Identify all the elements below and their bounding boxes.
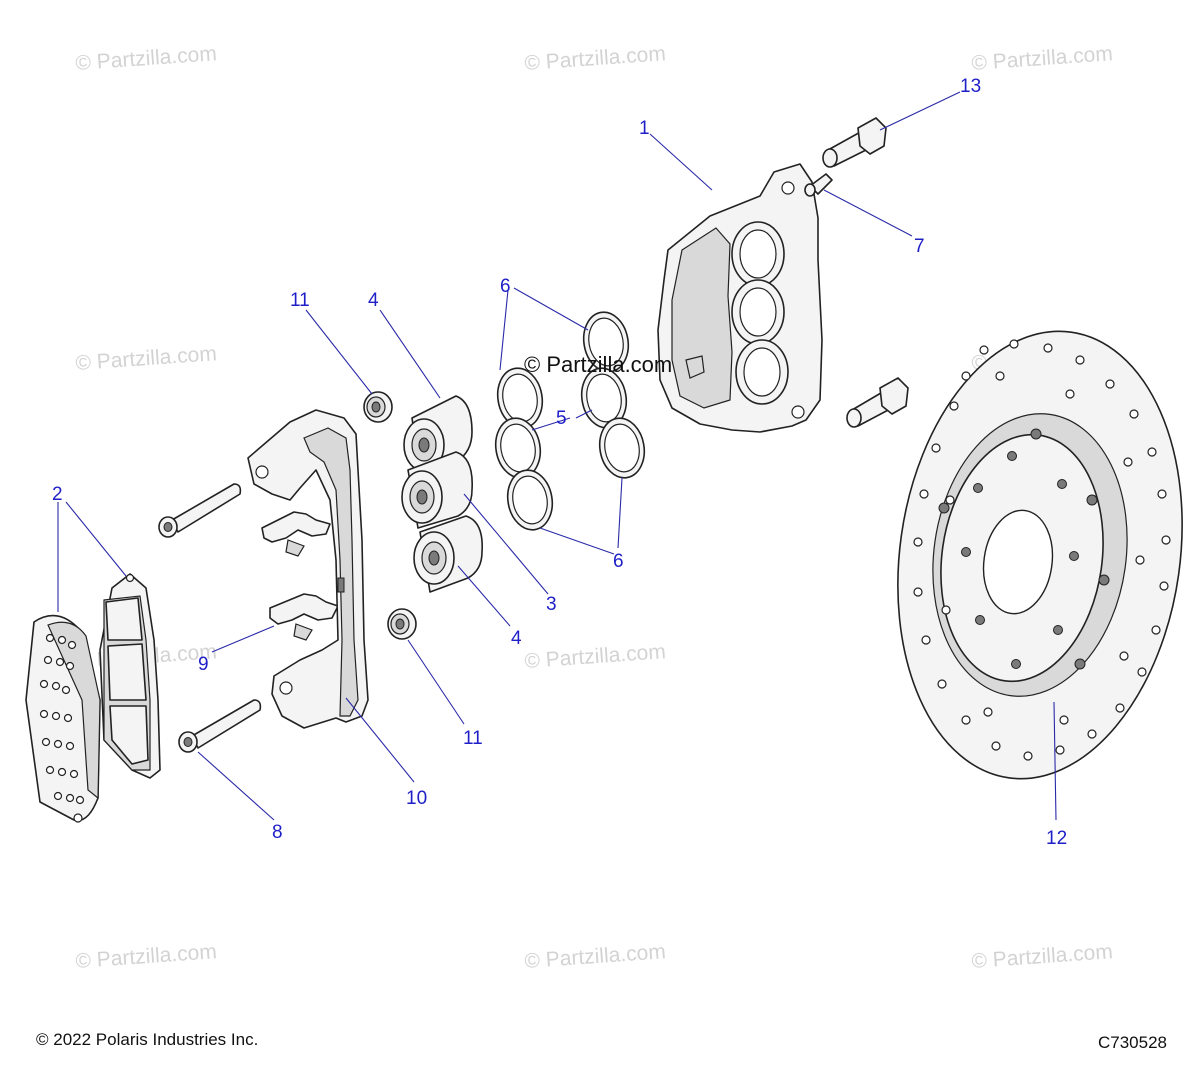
callout-6-upper: 6: [500, 276, 511, 297]
pad-clip-upper: [261, 511, 331, 557]
pad-clip-lower: [269, 593, 339, 641]
center-watermark: © Partzilla.com: [524, 352, 672, 377]
copyright-notice: © 2022 Polaris Industries Inc.: [36, 1030, 259, 1049]
callout-12: 12: [1046, 828, 1067, 849]
mounting-bolt-lower: [846, 377, 909, 428]
callout-7: 7: [914, 236, 925, 257]
callout-8: 8: [272, 822, 283, 843]
leader-lines: [57, 91, 1057, 821]
callout-labels: 1 2 3 4 4 5 6 6 7 8 9 10 11 11 12 13: [52, 76, 1067, 849]
bushing-lower: [387, 608, 417, 640]
callout-2: 2: [52, 484, 63, 505]
callout-6-lower: 6: [613, 551, 624, 572]
watermark: © Partzilla.com: [971, 42, 1114, 75]
watermark: © Partzilla.com: [75, 42, 218, 75]
rotor-outer-holes: [913, 339, 1171, 761]
watermark: © Partzilla.com: [75, 940, 218, 973]
watermark: © Partzilla.com: [524, 940, 667, 973]
piston-lower: [413, 515, 483, 593]
piston-seals: [494, 311, 646, 531]
watermark: © Partzilla.com: [75, 342, 218, 375]
watermark: © Partzilla.com: [524, 42, 667, 75]
mounting-bolt-upper: [822, 117, 887, 168]
piston-middle: [401, 451, 473, 529]
bleeder-screw: [804, 173, 833, 197]
callout-1: 1: [639, 118, 650, 139]
callout-11-upper: 11: [290, 290, 310, 311]
callout-11-lower: 11: [463, 728, 483, 749]
caliper-bracket: [247, 409, 369, 729]
watermark: © Partzilla.com: [524, 640, 667, 673]
brake-pad-inner: [99, 573, 161, 779]
callout-4-upper: 4: [368, 290, 379, 311]
caliper-body: [657, 163, 823, 433]
callout-13: 13: [960, 76, 981, 97]
watermark: © Partzilla.com: [971, 940, 1114, 973]
drawing-code: C730528: [1097, 1033, 1167, 1052]
brake-rotor: [897, 330, 1183, 780]
rotor-bolt-holes: [938, 428, 1110, 670]
callout-4-lower: 4: [511, 628, 522, 649]
caliper-bolt-upper: [158, 483, 242, 538]
brake-pad-outer: [25, 614, 101, 823]
callout-3: 3: [546, 594, 557, 615]
callout-10: 10: [406, 788, 427, 809]
pad-rivet-holes: [39, 633, 85, 805]
callout-5: 5: [556, 408, 567, 429]
caliper-bolt-lower: [178, 699, 262, 753]
bushing-upper: [363, 391, 393, 423]
callout-9: 9: [198, 654, 209, 675]
